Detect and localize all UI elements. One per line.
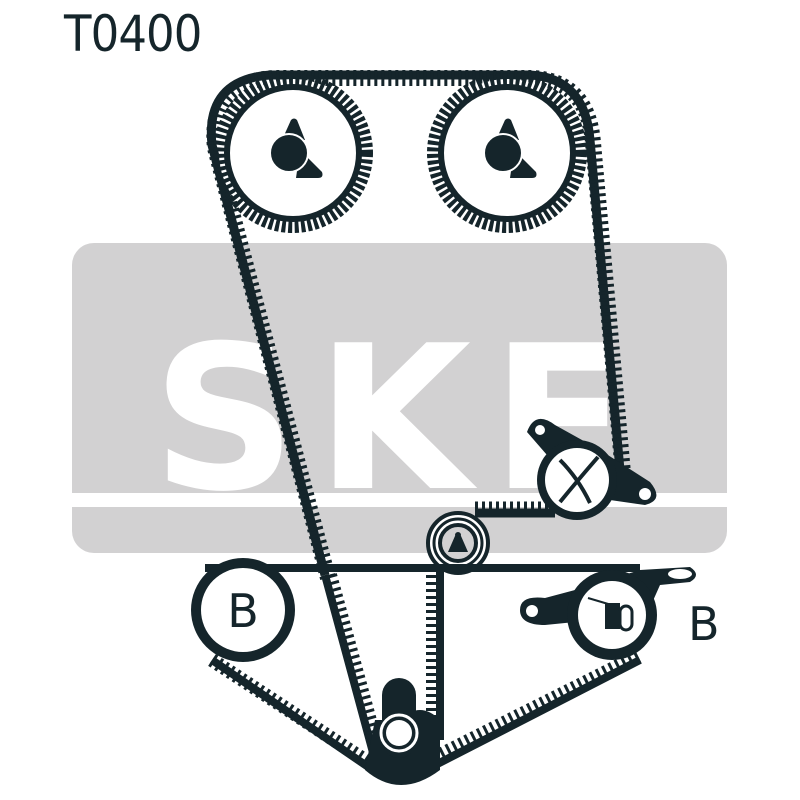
camshaft-pulley-right: [427, 73, 587, 233]
crankshaft-pulley: [365, 678, 440, 785]
idler-pulley: [426, 511, 490, 575]
part-number-title: T0400: [64, 5, 202, 63]
skf-watermark: SKF: [72, 243, 727, 553]
camshaft-pulley-left: [213, 73, 373, 233]
balance-label-right: B: [688, 597, 720, 651]
upper-tensioner: [527, 418, 657, 520]
balance-label-left: B: [227, 584, 259, 638]
balance-tensioner-right: [520, 567, 696, 660]
upper-timing-belt: [206, 70, 631, 581]
balance-pulley-left[interactable]: B: [191, 558, 295, 662]
